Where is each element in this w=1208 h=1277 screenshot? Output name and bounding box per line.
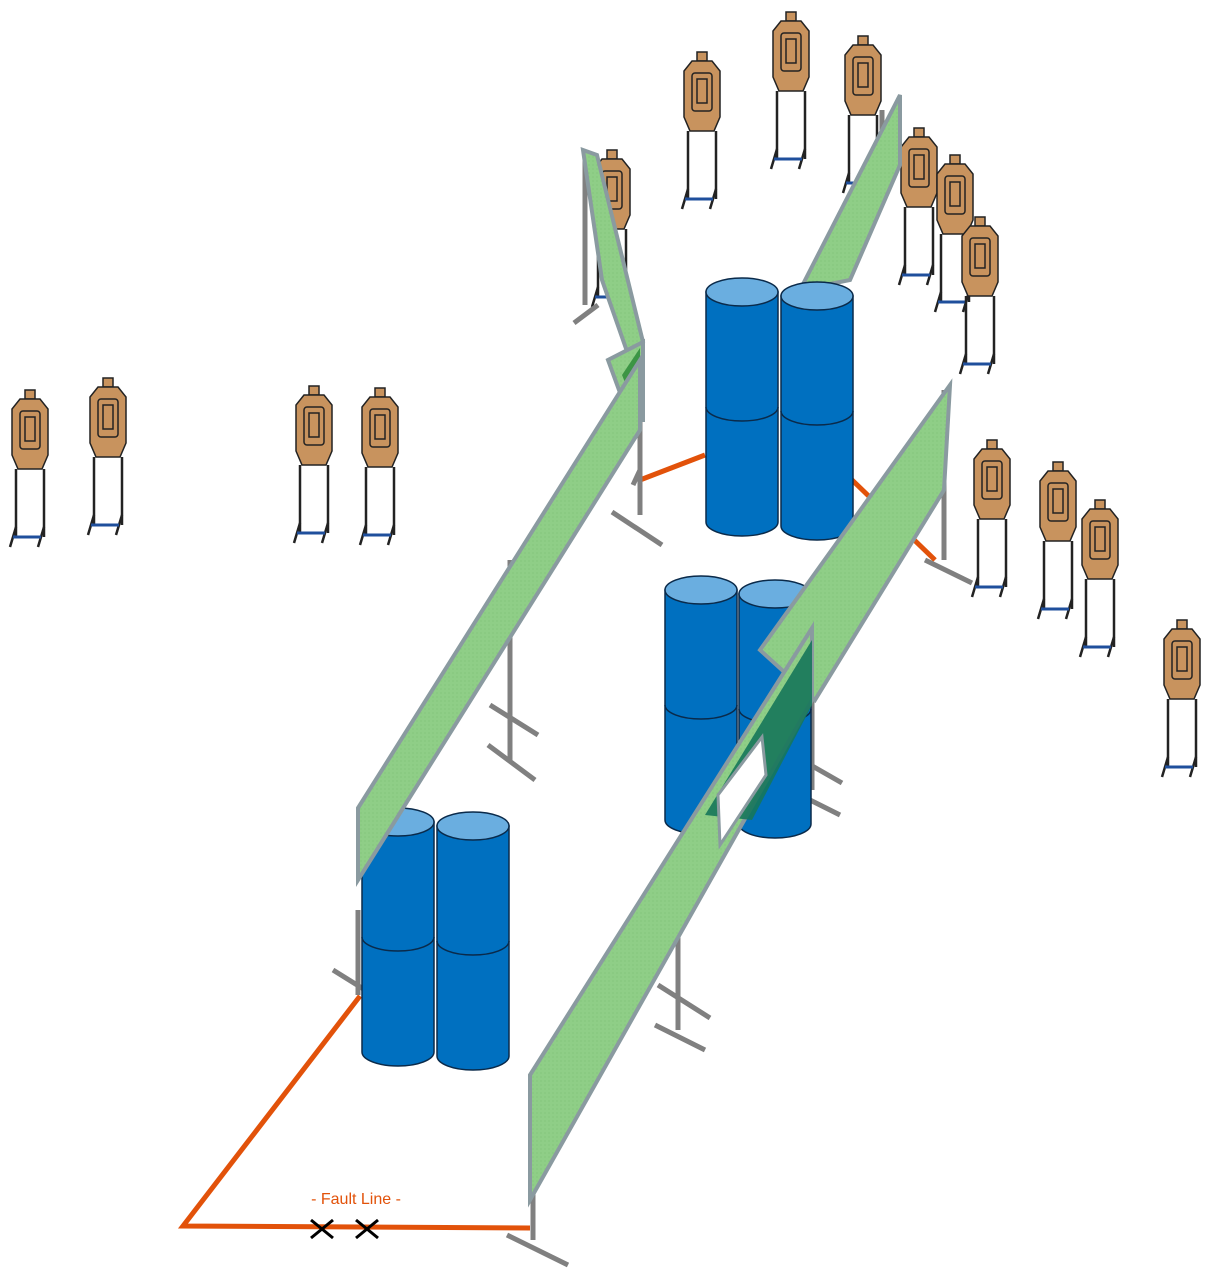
cardboard-target-icon xyxy=(680,51,721,210)
cardboard-target-icon xyxy=(897,127,938,286)
wall-left-long xyxy=(356,353,642,887)
x-mark-icon xyxy=(310,1218,334,1240)
barrel-icon xyxy=(780,281,854,541)
fault-line-top-left xyxy=(639,452,706,483)
cardboard-target-icon xyxy=(292,385,333,544)
x-mark-icon xyxy=(355,1218,379,1240)
cardboard-target-icon xyxy=(1036,461,1077,620)
cardboard-target-icon xyxy=(769,11,810,170)
barrel-icon xyxy=(436,811,510,1071)
targets-layer xyxy=(8,11,1201,778)
cardboard-target-icon xyxy=(1078,499,1119,658)
cardboard-target-icon xyxy=(86,377,127,536)
cardboard-target-icon xyxy=(8,389,49,548)
cardboard-target-icon xyxy=(1160,619,1201,778)
fault-line-bottom xyxy=(177,994,531,1231)
port-opening xyxy=(716,733,768,850)
cardboard-target-icon xyxy=(958,216,999,375)
barrel-icon xyxy=(361,807,435,1067)
cardboard-target-icon xyxy=(358,387,399,546)
cardboard-target-icon xyxy=(970,439,1011,598)
wall-stands xyxy=(331,110,974,1268)
barrel-icon xyxy=(705,277,779,537)
fault-line-label: - Fault Line - xyxy=(311,1191,401,1208)
